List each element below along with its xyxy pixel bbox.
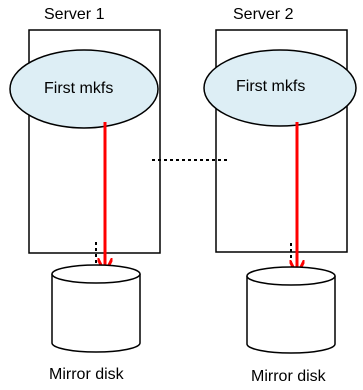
- mirror-disk-1-label: Mirror disk: [49, 366, 124, 383]
- server-2-label: Server 2: [233, 6, 294, 23]
- first-mkfs-label-1: First mkfs: [44, 80, 114, 97]
- first-mkfs-ellipse-2: [203, 49, 357, 127]
- mirror-disk-1-cylinder: [51, 264, 141, 353]
- first-mkfs-ellipse-1: [9, 49, 159, 129]
- first-mkfs-label-2: First mkfs: [236, 78, 306, 95]
- mirror-disk-2-label: Mirror disk: [251, 368, 326, 385]
- server-1-label: Server 1: [44, 6, 105, 23]
- mirror-disk-2-cylinder: [246, 266, 336, 354]
